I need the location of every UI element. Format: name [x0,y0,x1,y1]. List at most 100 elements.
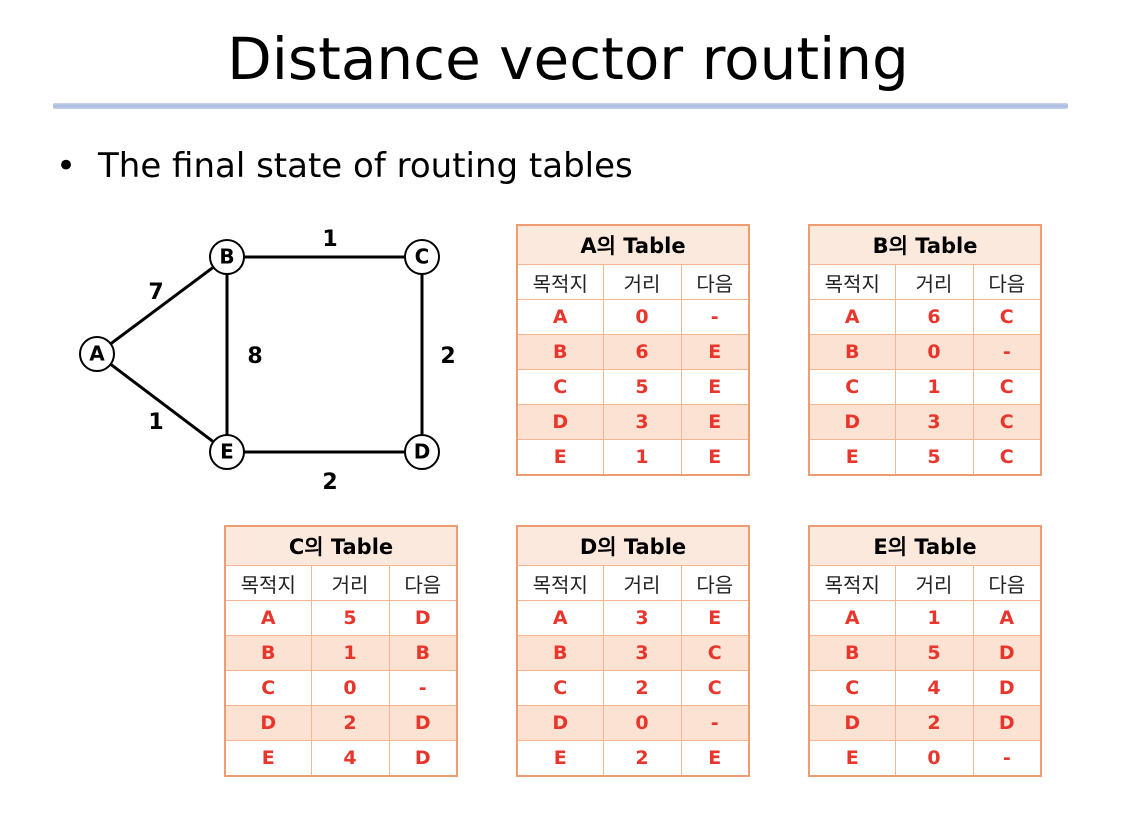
cell-next: - [972,740,1042,777]
cell-destination: D [808,404,896,440]
cell-distance: 3 [602,404,682,440]
node-e: E [209,434,245,470]
cell-next: D [972,705,1042,741]
cell-destination: A [808,600,896,636]
slide-title: Distance vector routing [227,25,909,93]
cell-distance: 0 [602,299,682,335]
cell-distance: 5 [602,369,682,405]
node-circle [404,239,440,275]
cell-next: C [972,369,1042,405]
cell-distance: 3 [602,635,682,671]
col-header-destination: 목적지 [516,264,604,300]
cell-next: - [972,334,1042,370]
cell-destination: E [224,740,312,777]
cell-next: D [388,600,458,636]
node-label: C [415,245,430,269]
cell-destination: C [808,369,896,405]
cell-distance: 2 [310,705,390,741]
cell-destination: D [808,705,896,741]
cell-distance: 0 [310,670,390,706]
col-header-next: 다음 [680,264,750,300]
edge-weight-label: 8 [247,344,262,369]
edge-weight-label: 2 [440,344,455,369]
cell-distance: 3 [894,404,974,440]
cell-destination: B [224,635,312,671]
table-title: A의 Table [516,224,750,265]
cell-destination: A [516,299,604,335]
cell-next: E [680,404,750,440]
cell-distance: 5 [310,600,390,636]
cell-distance: 5 [894,439,974,476]
col-header-next: 다음 [388,565,458,601]
cell-next: E [680,334,750,370]
cell-distance: 0 [602,705,682,741]
node-label: B [219,245,234,269]
col-header-destination: 목적지 [808,264,896,300]
cell-next: C [972,439,1042,476]
cell-distance: 1 [894,369,974,405]
cell-distance: 3 [602,600,682,636]
cell-next: D [388,740,458,777]
cell-destination: C [808,670,896,706]
cell-distance: 2 [602,740,682,777]
cell-destination: E [808,439,896,476]
cell-next: E [680,369,750,405]
node-label: A [89,342,105,366]
cell-next: D [972,635,1042,671]
cell-next: C [972,299,1042,335]
cell-destination: A [224,600,312,636]
cell-next: - [680,299,750,335]
cell-destination: C [224,670,312,706]
cell-distance: 1 [602,439,682,476]
node-circle [209,434,245,470]
bullet-item: •The final state of routing tables [56,144,633,188]
edge-weight-label: 2 [322,470,337,495]
cell-next: B [388,635,458,671]
cell-destination: E [516,740,604,777]
col-header-distance: 거리 [894,565,974,601]
cell-destination: E [516,439,604,476]
cell-next: E [680,740,750,777]
cell-destination: C [516,369,604,405]
col-header-destination: 목적지 [516,565,604,601]
bullet-text: The final state of routing tables [98,146,633,186]
node-label: D [414,440,431,464]
node-circle [79,336,115,372]
cell-distance: 4 [310,740,390,777]
cell-destination: D [224,705,312,741]
node-circle [404,434,440,470]
title-divider [53,103,1068,109]
cell-next: - [388,670,458,706]
cell-destination: B [808,635,896,671]
cell-destination: D [516,404,604,440]
cell-destination: A [516,600,604,636]
cell-next: C [680,635,750,671]
cell-destination: B [516,635,604,671]
col-header-next: 다음 [972,565,1042,601]
col-header-distance: 거리 [602,264,682,300]
edge-weight-label: 1 [148,410,163,435]
table-title: D의 Table [516,525,750,566]
cell-next: - [680,705,750,741]
table-title: C의 Table [224,525,458,566]
cell-destination: E [808,740,896,777]
cell-distance: 2 [602,670,682,706]
cell-distance: 1 [894,600,974,636]
